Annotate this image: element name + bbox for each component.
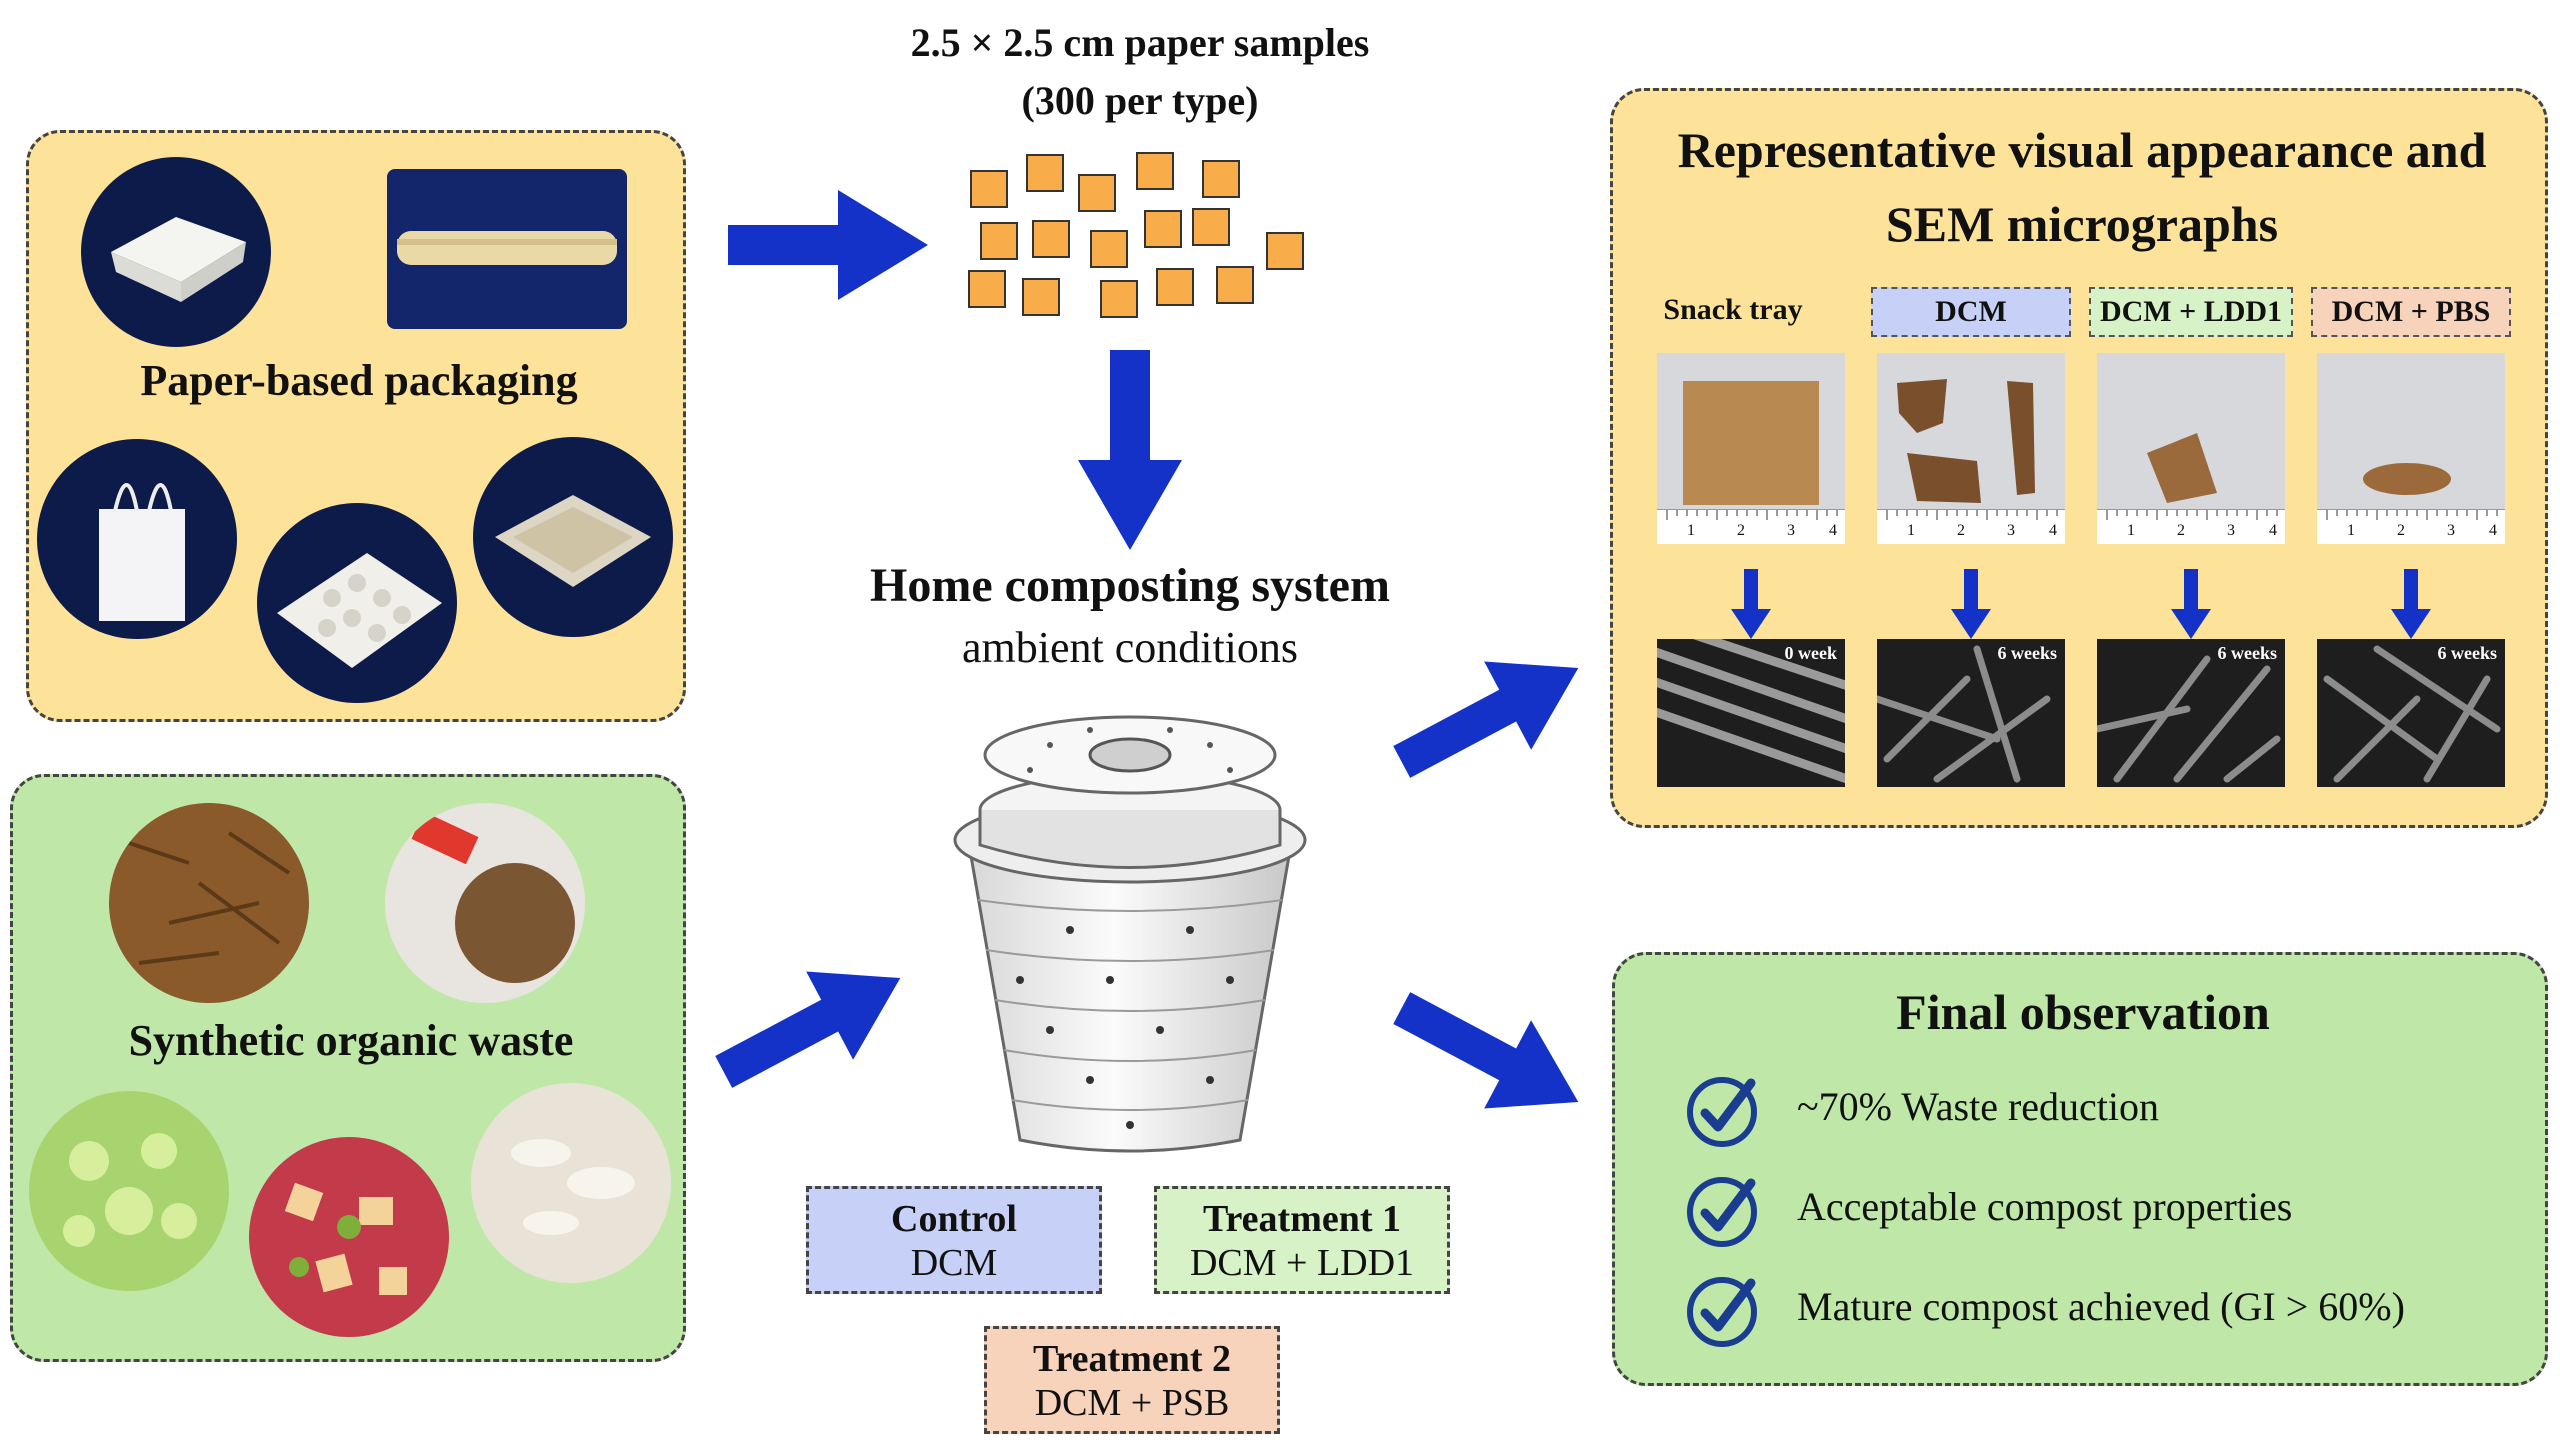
arrow-waste-to-bin-icon [715,971,901,1088]
cabbage-photo [29,1091,229,1291]
arrow-up-right-icon [1393,661,1579,778]
paper-square [1216,266,1254,304]
food-box-photo [81,157,271,347]
egg-tray-photo [257,503,457,703]
paper-squares [960,150,1320,330]
ruler-tick: 2 [1957,522,1965,539]
final-item: ~70% Waste reduction [1797,1084,2160,1129]
waste-title: Synthetic organic waste [128,1016,574,1065]
treatment1-title: Treatment 1 [1202,1198,1402,1240]
sem-title-line2: SEM micrographs [1885,196,2279,252]
arrow-down-icon [1078,350,1182,550]
compost-bin-icon [953,715,1307,1153]
dry-leaves-photo [109,803,309,1003]
paper-bag-photo [37,439,237,639]
fruit-peels-photo [249,1137,449,1337]
packaging-title: Paper-based packaging [140,356,578,405]
paper-roll-photo [387,169,627,329]
samples-title: 2.5 × 2.5 cm paper samples (300 per type… [820,14,1460,130]
sem-image-snack-tray: 0 week [1657,639,1845,787]
check-icon [1687,1177,1757,1247]
paper-square [980,222,1018,260]
sem-title: Representative visual appearance and SEM… [1613,113,2551,261]
ruler-tick: 1 [1907,522,1915,539]
col-label-snack-tray: Snack tray [1663,293,1803,326]
soil-bag-photo [385,803,585,1003]
ruler-tick: 4 [2049,522,2057,539]
ruler-dcm: 1 2 3 4 [1877,509,2065,544]
treatment2-detail: DCM + PSB [1034,1382,1230,1424]
col-label-dcm: DCM [1871,287,2071,337]
sem-time-label: 6 weeks [2437,643,2498,663]
arrow-down-right-icon [1393,992,1579,1109]
treatment1-tag: Treatment 1 DCM + LDD1 [1154,1186,1450,1294]
ruler-tick: 1 [1687,522,1695,539]
food-tray-photo [473,437,673,637]
final-item: Acceptable compost properties [1797,1184,2293,1229]
waste-panel: Synthetic organic waste [10,774,686,1362]
treatment2-tag: Treatment 2 DCM + PSB [984,1326,1280,1434]
control-detail: DCM [910,1242,998,1284]
sem-time-label: 6 weeks [1997,643,2058,663]
small-arrow-down-icon [2171,569,2211,639]
control-tag: Control DCM [806,1186,1102,1294]
paper-square [1192,208,1230,246]
paper-square [1100,280,1138,318]
small-arrow-down-icon [1951,569,1991,639]
small-arrow-down-icon [2391,569,2431,639]
ruler-snack-tray: 1 2 3 4 [1657,509,1845,544]
packaging-panel: Paper-based packaging [26,130,686,722]
sem-title-line1: Representative visual appearance and [1677,122,2487,178]
paper-square [1136,152,1174,190]
samples-line2: (300 per type) [1021,78,1259,123]
ruler-tick: 3 [2447,522,2455,539]
ruler-tick: 4 [2269,522,2277,539]
paper-square [968,270,1006,308]
rice-photo [471,1083,671,1283]
paper-square [1266,232,1304,270]
paper-square [1202,160,1240,198]
ruler-tick: 2 [1737,522,1745,539]
control-title: Control [891,1198,1017,1240]
col-label-dcm-pbs: DCM + PBS [2311,287,2511,337]
ruler-tick: 3 [1787,522,1795,539]
small-arrow-down-icon [1731,569,1771,639]
ruler-dcm-pbs: 1 2 3 4 [2317,509,2505,544]
paper-square [1032,220,1070,258]
arrow-right-icon [728,190,928,300]
paper-square [1022,278,1060,316]
col-label-dcm-ldd1: DCM + LDD1 [2089,287,2293,337]
sem-image-dcm-ldd1: 6 weeks [2097,639,2285,787]
paper-square [970,170,1008,208]
home-subtitle: ambient conditions [961,623,1299,672]
sem-image-dcm: 6 weeks [1877,639,2065,787]
ruler-tick: 2 [2177,522,2185,539]
ruler-tick: 3 [2227,522,2235,539]
paper-square [1144,210,1182,248]
sem-panel: Representative visual appearance and SEM… [1610,88,2548,828]
sem-image-dcm-pbs: 6 weeks [2317,639,2505,787]
final-title: Final observation [1896,984,2270,1040]
paper-square [1156,268,1194,306]
ruler-tick: 2 [2397,522,2405,539]
ruler-dcm-ldd1: 1 2 3 4 [2097,509,2285,544]
ruler-tick: 4 [2489,522,2497,539]
ruler-tick: 4 [1829,522,1837,539]
home-title: Home composting system [870,559,1390,612]
treatment1-detail: DCM + LDD1 [1189,1242,1415,1284]
ruler-tick: 1 [2347,522,2355,539]
final-item: Mature compost achieved (GI > 60%) [1797,1284,2405,1329]
samples-line1: 2.5 × 2.5 cm paper samples [910,20,1370,65]
ruler-tick: 3 [2007,522,2015,539]
paper-square [1090,230,1128,268]
check-icon [1687,1077,1757,1147]
sem-time-label: 0 week [1784,643,1838,663]
check-icon [1687,1277,1757,1347]
sem-time-label: 6 weeks [2217,643,2278,663]
treatment2-title: Treatment 2 [1032,1338,1232,1380]
paper-square [1026,154,1064,192]
ruler-tick: 1 [2127,522,2135,539]
paper-square [1078,174,1116,212]
final-panel: Final observation ~70% Waste reduction A… [1612,952,2548,1386]
